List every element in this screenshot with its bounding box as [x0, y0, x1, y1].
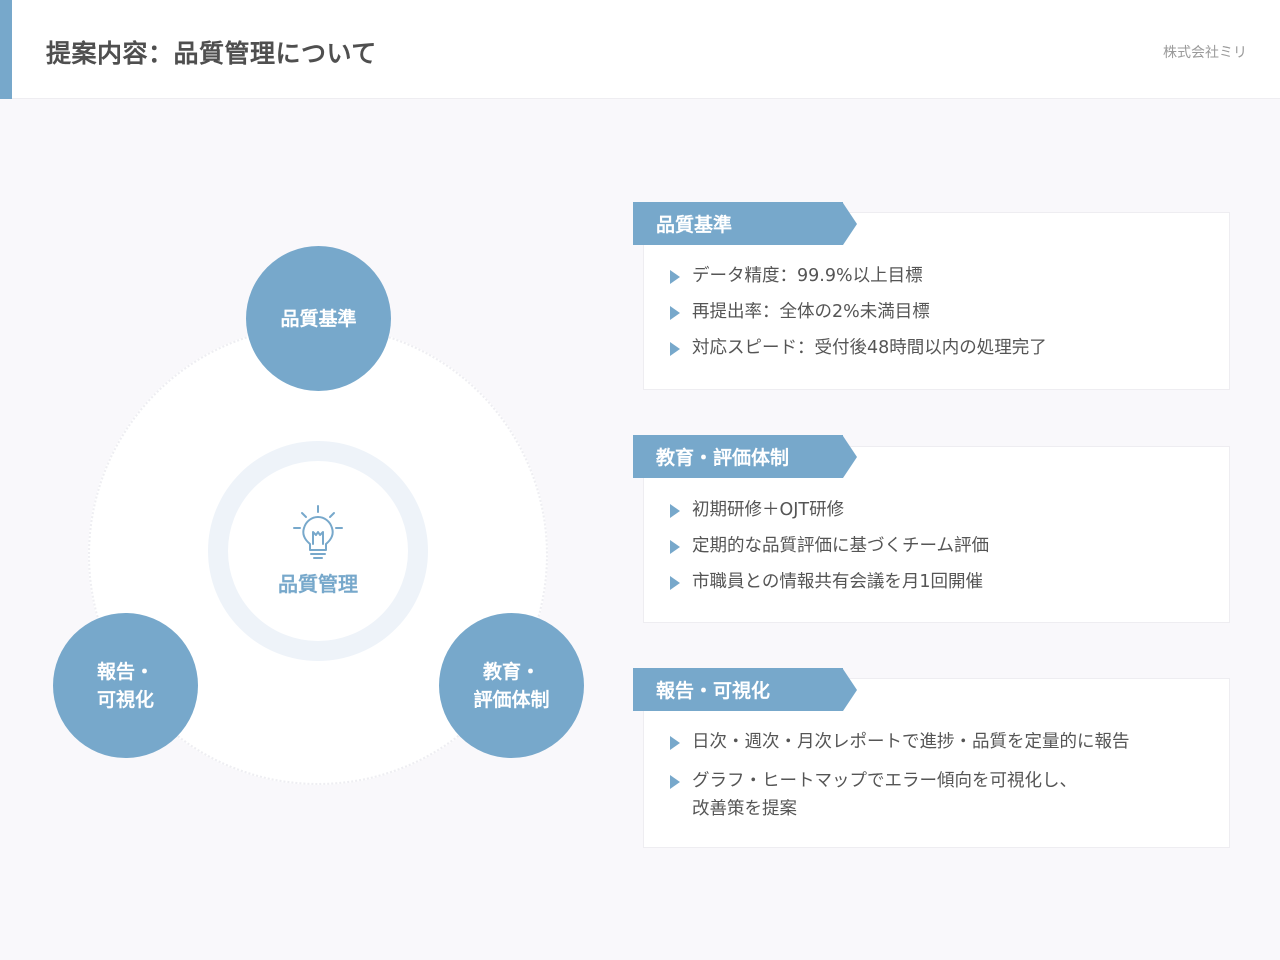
- list-item: 定期的な品質評価に基づくチーム評価: [670, 532, 989, 560]
- triangle-bullet-icon: [670, 540, 680, 554]
- list-item-text-continued: 改善策を提案: [692, 799, 797, 819]
- list-item: データ精度：99.9%以上目標: [670, 262, 1047, 290]
- triangle-bullet-icon: [670, 736, 680, 750]
- page-title: 提案内容：品質管理について: [46, 39, 377, 68]
- node-label-line2: 評価体制: [473, 688, 550, 711]
- list-item-text: データ精度：99.9%以上目標: [692, 266, 923, 286]
- list-item: 再提出率：全体の2%未満目標: [670, 298, 1047, 326]
- section-tag-quality-standards: 品質基準: [633, 202, 857, 245]
- header-accent-bar: [0, 0, 12, 99]
- section-title: 品質基準: [633, 202, 843, 245]
- node-label: 品質基準: [280, 307, 357, 330]
- tag-arrow-shape: [843, 202, 857, 245]
- list-item-text: 日次・週次・月次レポートで進捗・品質を定量的に報告: [692, 732, 1130, 752]
- list-item-text: 再提出率：全体の2%未満目標: [692, 302, 930, 322]
- triangle-bullet-icon: [670, 306, 680, 320]
- triangle-bullet-icon: [670, 576, 680, 590]
- section-title: 報告・可視化: [633, 668, 843, 711]
- lightbulb-icon: [290, 504, 346, 562]
- center-label: 品質管理: [278, 572, 358, 596]
- section-tag-education-evaluation: 教育・評価体制: [633, 435, 857, 478]
- section-list: データ精度：99.9%以上目標 再提出率：全体の2%未満目標 対応スピード：受付…: [670, 262, 1047, 370]
- triangle-bullet-icon: [670, 342, 680, 356]
- company-name: 株式会社ミリ: [1163, 45, 1247, 61]
- node-quality-standards: 品質基準: [246, 246, 391, 391]
- node-education-evaluation: 教育・ 評価体制: [439, 613, 584, 758]
- section-list: 初期研修＋OJT研修 定期的な品質評価に基づくチーム評価 市職員との情報共有会議…: [670, 496, 989, 604]
- tag-arrow-shape: [843, 668, 857, 711]
- slide-header: 提案内容：品質管理について 株式会社ミリ: [0, 0, 1280, 99]
- section-list: 日次・週次・月次レポートで進捗・品質を定量的に報告 グラフ・ヒートマップでエラー…: [670, 728, 1130, 834]
- list-item: グラフ・ヒートマップでエラー傾向を可視化し、 改善策を提案: [670, 767, 1130, 823]
- list-item: 初期研修＋OJT研修: [670, 496, 989, 524]
- node-label-line1: 報告・: [96, 660, 154, 683]
- node-label-line2: 可視化: [96, 688, 154, 711]
- triangle-bullet-icon: [670, 270, 680, 284]
- list-item: 日次・週次・月次レポートで進捗・品質を定量的に報告: [670, 728, 1130, 756]
- list-item-text: グラフ・ヒートマップでエラー傾向を可視化し、: [692, 771, 1077, 791]
- tag-arrow-shape: [843, 435, 857, 478]
- section-tag-reporting-visualization: 報告・可視化: [633, 668, 857, 711]
- list-item-text: 市職員との情報共有会議を月1回開催: [692, 572, 983, 592]
- triangle-bullet-icon: [670, 775, 680, 789]
- triangle-bullet-icon: [670, 504, 680, 518]
- node-reporting-visualization: 報告・ 可視化: [53, 613, 198, 758]
- node-label-line1: 教育・: [482, 660, 540, 683]
- list-item-text: 対応スピード：受付後48時間以内の処理完了: [692, 338, 1047, 358]
- section-title: 教育・評価体制: [633, 435, 843, 478]
- list-item: 市職員との情報共有会議を月1回開催: [670, 568, 989, 596]
- list-item: 対応スピード：受付後48時間以内の処理完了: [670, 334, 1047, 362]
- list-item-text: 定期的な品質評価に基づくチーム評価: [692, 536, 989, 556]
- list-item-text: 初期研修＋OJT研修: [692, 500, 845, 520]
